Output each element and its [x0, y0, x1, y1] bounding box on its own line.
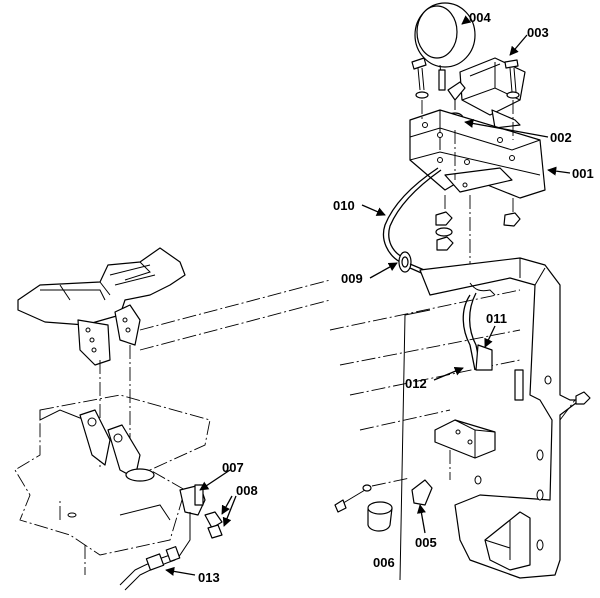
leader-lines [165, 15, 571, 576]
pedal-bracket-assembly [14, 247, 331, 591]
gauge-mount-assembly [329, 2, 591, 581]
callout-010: 010 [333, 198, 355, 213]
callout-003: 003 [527, 25, 549, 40]
callout-013: 013 [198, 570, 220, 585]
callout-007: 007 [222, 460, 244, 475]
callout-labels: 004 003 002 001 010 009 011 012 005 006 … [198, 10, 594, 585]
callout-012: 012 [405, 376, 427, 391]
callout-009: 009 [341, 271, 363, 286]
callout-002: 002 [550, 130, 572, 145]
callout-004: 004 [469, 10, 491, 25]
callout-006: 006 [373, 555, 395, 570]
callout-005: 005 [415, 535, 437, 550]
callout-001: 001 [572, 166, 594, 181]
callout-011: 011 [486, 311, 507, 326]
callout-008: 008 [236, 483, 258, 498]
